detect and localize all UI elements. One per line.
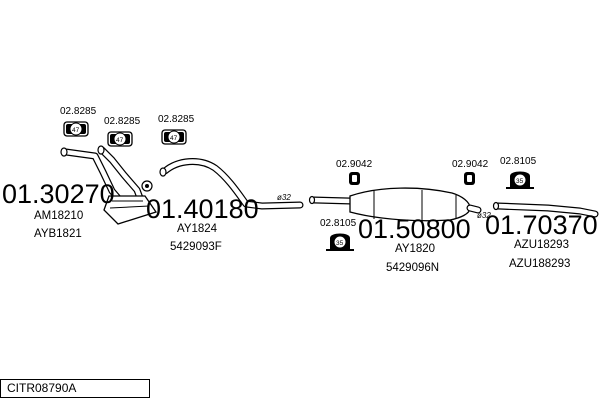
svg-text:01.30270: 01.30270 [2, 179, 115, 209]
svg-text:47: 47 [116, 137, 124, 144]
center-muffler [308, 187, 482, 222]
svg-text:02.9042: 02.9042 [452, 159, 489, 170]
svg-text:02.8105: 02.8105 [500, 156, 537, 167]
rubber-ring-2: 02.9042 [452, 159, 489, 185]
svg-text:AY1824: AY1824 [177, 223, 218, 235]
svg-text:02.8285: 02.8285 [60, 106, 97, 117]
svg-text:AZU188293: AZU188293 [509, 258, 570, 270]
svg-text:AY1820: AY1820 [395, 243, 435, 255]
clamp-1: 02.8285 47 [60, 106, 97, 137]
intermediate-pipe [159, 158, 304, 210]
svg-text:AM18210: AM18210 [34, 210, 83, 222]
diameter-label-1: ø32 [277, 193, 291, 202]
clamp-3: 02.8285 47 [158, 114, 195, 145]
svg-text:AZU18293: AZU18293 [514, 239, 569, 251]
svg-text:35: 35 [336, 240, 344, 247]
part-label-4: 01.70370 AZU18293 AZU188293 [485, 210, 598, 270]
clamp-4: 02.8105 35 [500, 156, 537, 189]
svg-text:AYB1821: AYB1821 [34, 228, 82, 240]
svg-text:47: 47 [170, 135, 178, 142]
svg-text:01.50800: 01.50800 [358, 214, 471, 244]
svg-text:5429096N: 5429096N [386, 262, 439, 274]
diagram-code-label: CITR08790A [0, 379, 150, 398]
svg-text:01.70370: 01.70370 [485, 210, 598, 240]
clamp-2: 02.8285 47 [104, 116, 141, 147]
rubber-ring-1: 02.9042 [336, 159, 373, 185]
svg-text:01.40180: 01.40180 [146, 194, 259, 224]
svg-text:35: 35 [516, 178, 524, 185]
svg-text:02.9042: 02.9042 [336, 159, 373, 170]
part-label-3: 01.50800 AY1820 5429096N [358, 214, 471, 274]
clamp-5: 02.8105 35 [320, 218, 357, 251]
svg-text:47: 47 [72, 127, 80, 134]
diameter-label-2: ø32 [477, 211, 491, 220]
svg-text:02.8285: 02.8285 [158, 114, 195, 125]
rear-pipe [492, 201, 599, 218]
svg-text:02.8285: 02.8285 [104, 116, 141, 127]
front-pipe-assembly [60, 145, 158, 225]
svg-text:02.8105: 02.8105 [320, 218, 357, 229]
svg-text:5429093F: 5429093F [170, 241, 222, 253]
part-label-2: 01.40180 AY1824 5429093F [146, 194, 259, 253]
part-label-1: 01.30270 AM18210 AYB1821 [2, 179, 115, 240]
